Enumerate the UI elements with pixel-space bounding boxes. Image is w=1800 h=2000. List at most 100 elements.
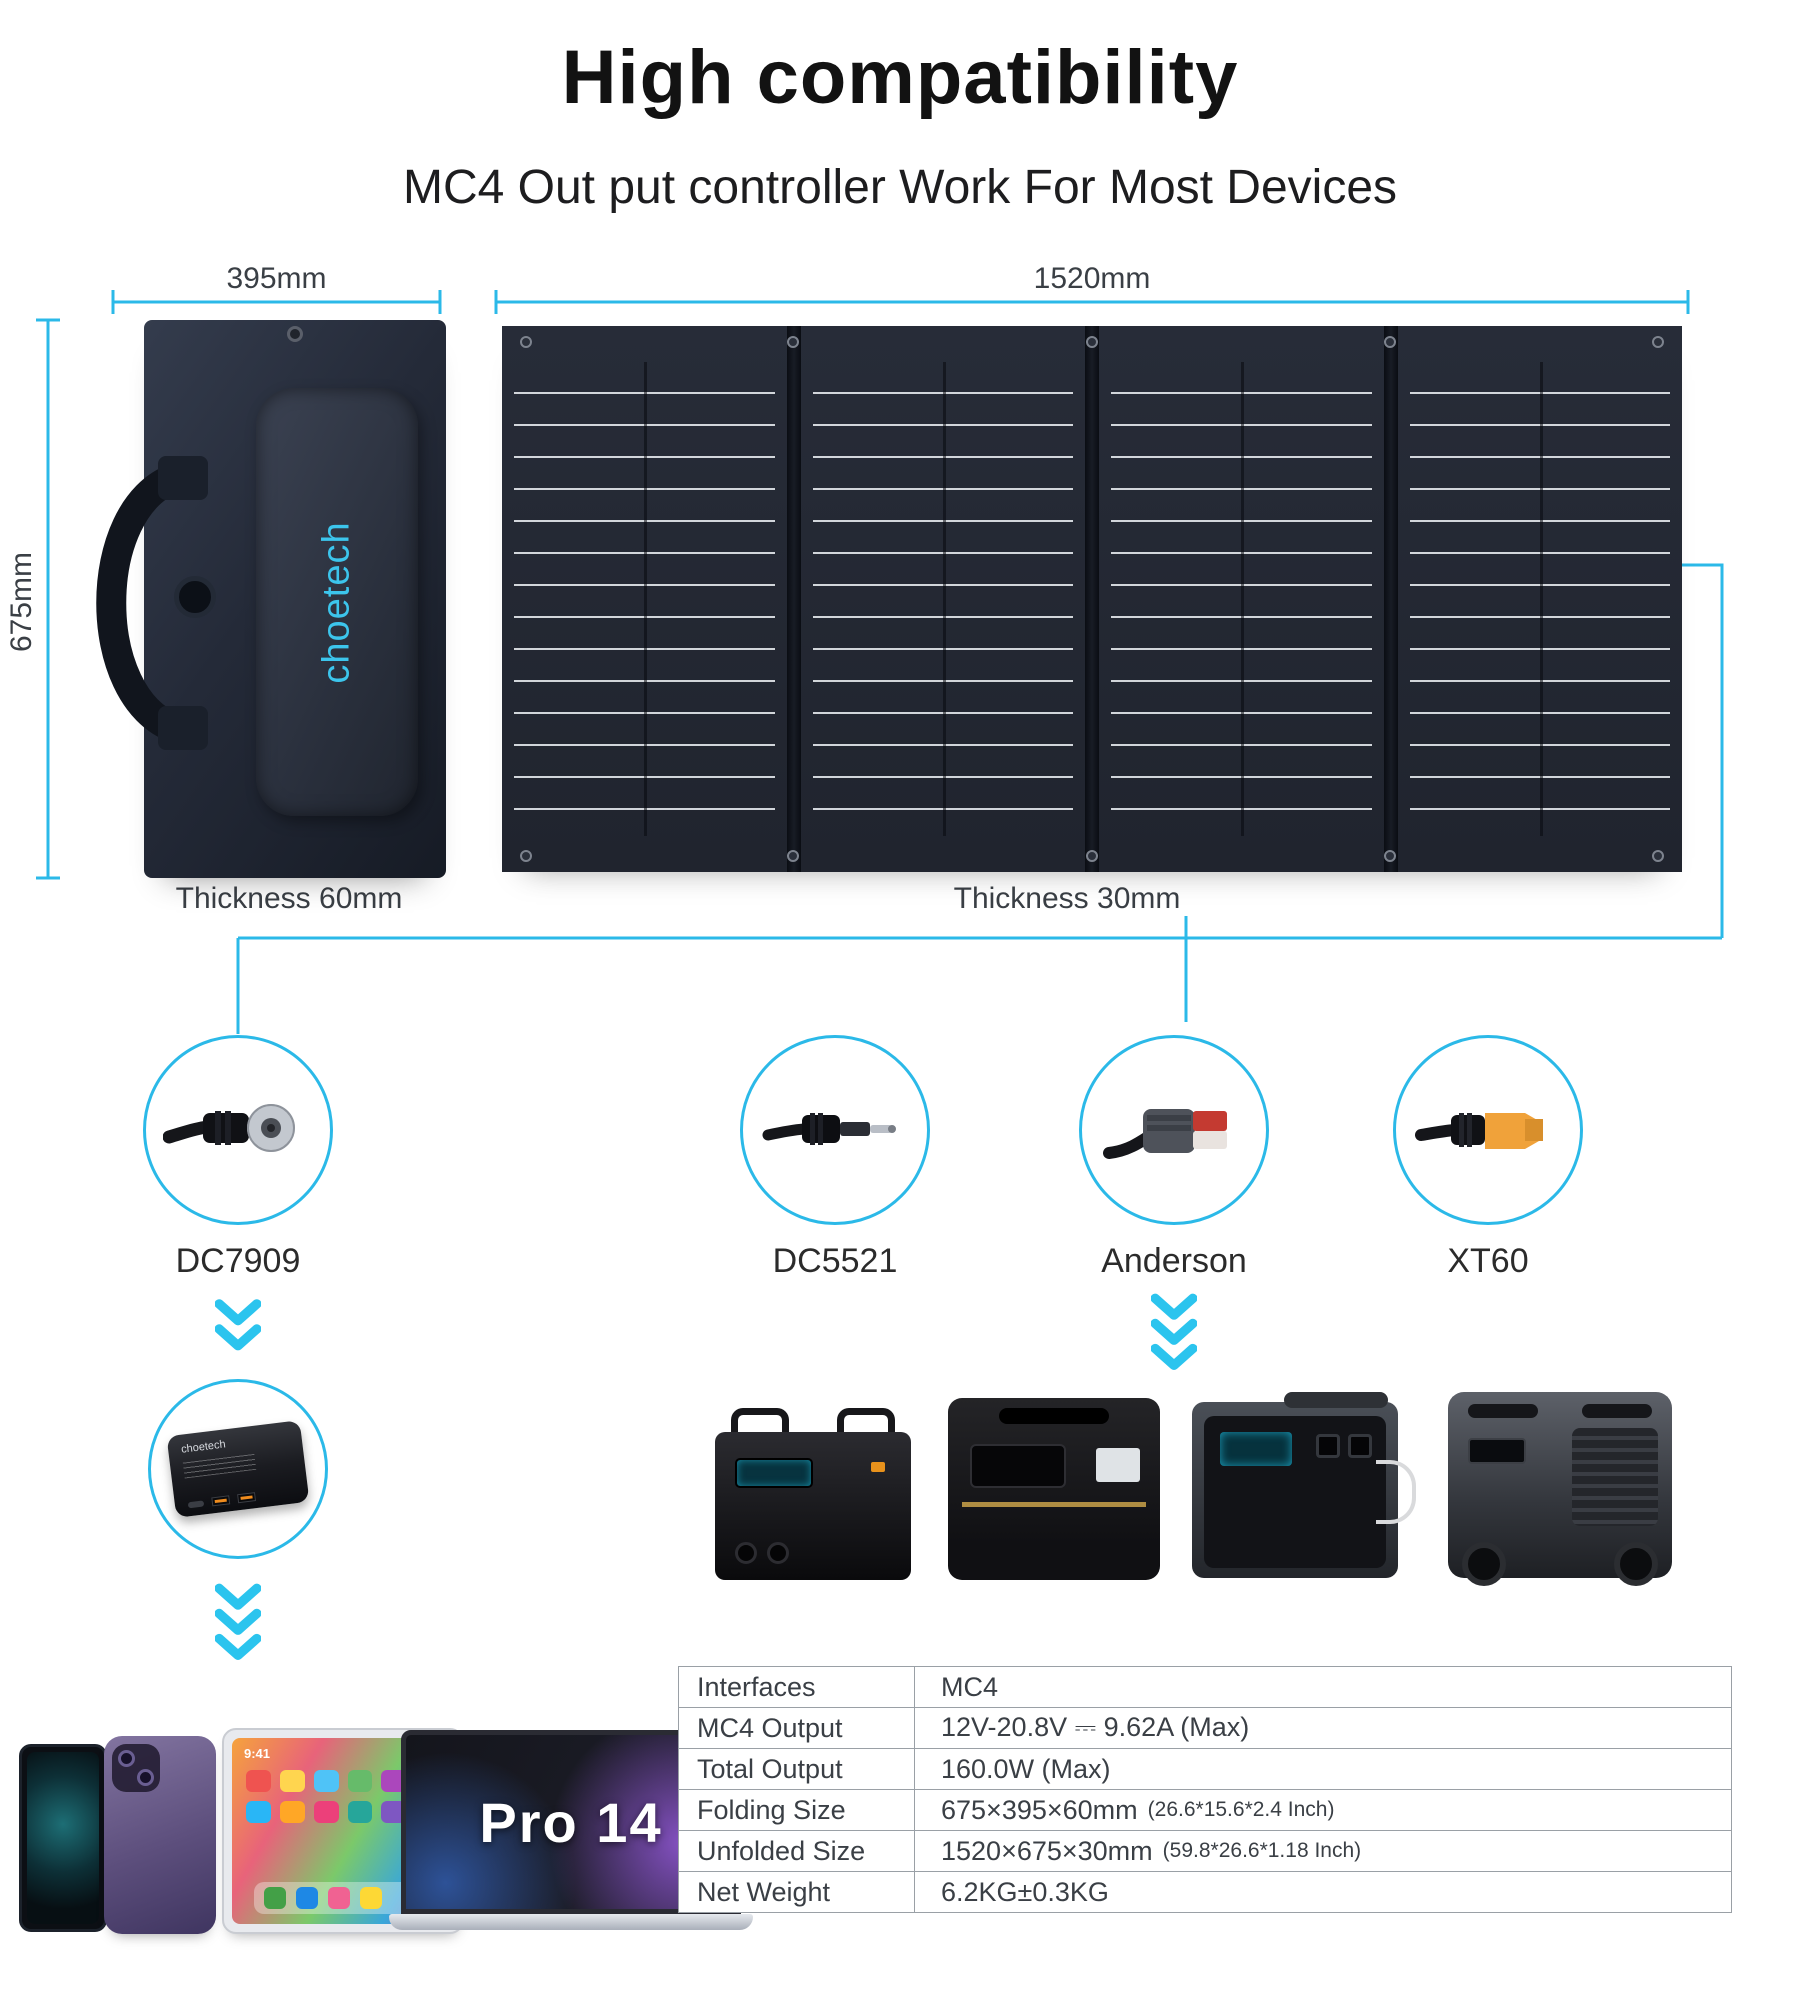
handle-slot-icon — [999, 1408, 1109, 1424]
power-station-front — [1204, 1416, 1386, 1568]
spec-value: 160.0W (Max) — [915, 1749, 1731, 1789]
table-row: Unfolded Size 1520×675×30mm (59.8*26.6*1… — [679, 1831, 1731, 1872]
eyelet-icon — [787, 850, 799, 862]
power-station-1 — [715, 1408, 911, 1580]
connector-anderson — [1079, 1035, 1269, 1225]
spec-table: Interfaces MC4 MC4 Output 12V-20.8V ⎓ 9.… — [678, 1666, 1732, 1913]
handle-icon — [837, 1408, 895, 1436]
spec-value: MC4 — [915, 1667, 1731, 1707]
display-screen — [1468, 1438, 1526, 1464]
power-bank-ports — [187, 1492, 257, 1509]
panel-segment — [1099, 326, 1384, 872]
display-screen — [970, 1444, 1066, 1488]
grommet-icon — [287, 326, 303, 342]
table-row: Net Weight 6.2KG±0.3KG — [679, 1872, 1731, 1913]
connector-label-dc5521: DC5521 — [772, 1242, 898, 1280]
eyelet-icon — [787, 336, 799, 348]
connector-label-anderson: Anderson — [1101, 1242, 1247, 1280]
handle-icon — [1284, 1392, 1388, 1408]
spec-value: 1520×675×30mm (59.8*26.6*1.18 Inch) — [915, 1831, 1731, 1871]
carry-handle-icon — [96, 456, 208, 750]
unfolded-thickness-label: Thickness 30mm — [953, 882, 1181, 915]
ac-outlets — [1316, 1434, 1372, 1458]
vent-grille-icon — [1572, 1428, 1658, 1526]
page-subtitle: MC4 Out put controller Work For Most Dev… — [402, 161, 1398, 214]
folded-solar-panel: choetech — [96, 320, 446, 878]
table-row: Total Output 160.0W (Max) — [679, 1749, 1731, 1790]
solar-cells — [1111, 362, 1372, 836]
spec-label: MC4 Output — [679, 1708, 915, 1748]
snap-buckle-icon — [174, 576, 216, 618]
power-bank: choetech — [166, 1420, 310, 1518]
down-arrows-icon — [215, 1299, 261, 1351]
folded-width-label: 395mm — [226, 262, 327, 295]
panel-pouch: choetech — [256, 388, 418, 816]
dc7909-plug-icon — [163, 1104, 295, 1152]
unfolded-width-label: 1520mm — [1033, 262, 1151, 295]
handle-slot-icon — [1582, 1404, 1652, 1418]
power-station-2 — [948, 1398, 1160, 1580]
handle-icon — [731, 1408, 789, 1436]
spec-label: Net Weight — [679, 1872, 915, 1912]
wheel-icon — [1614, 1542, 1658, 1586]
page-title: High compatibility — [561, 35, 1239, 120]
tablet-clock: 9:41 — [244, 1746, 271, 1761]
table-row: Interfaces MC4 — [679, 1667, 1731, 1708]
spec-value-note: (26.6*15.6*2.4 Inch) — [1147, 1798, 1335, 1821]
connector-label-xt60: XT60 — [1447, 1242, 1529, 1280]
eyelet-icon — [520, 336, 532, 348]
spec-value: 6.2KG±0.3KG — [915, 1872, 1731, 1912]
spec-value-text: MC4 — [941, 1671, 999, 1702]
xt60-plug-icon — [1415, 1113, 1543, 1149]
handle-slot-icon — [1468, 1404, 1538, 1418]
down-arrows-icon — [215, 1583, 261, 1660]
eyelet-icon — [1384, 336, 1396, 348]
eyelet-icon — [1652, 336, 1664, 348]
table-row: Folding Size 675×395×60mm (26.6*15.6*2.4… — [679, 1790, 1731, 1831]
spec-value-text: 12V-20.8V ⎓ 9.62A (Max) — [941, 1712, 1250, 1742]
display-screen — [1220, 1432, 1292, 1466]
panel-segment — [1397, 326, 1682, 872]
usb-a-port-icon — [237, 1492, 257, 1504]
connector-dc5521 — [740, 1035, 930, 1225]
eyelet-icon — [1086, 336, 1098, 348]
connector-label-dc7909: DC7909 — [175, 1242, 301, 1280]
down-arrows-icon — [1151, 1293, 1197, 1370]
accent-stripe — [962, 1502, 1146, 1507]
panel-segment — [502, 326, 787, 872]
solar-cells — [812, 362, 1073, 836]
eyelet-icon — [1384, 850, 1396, 862]
panel-hinge — [1085, 326, 1099, 872]
unfolded-solar-panel — [502, 326, 1682, 872]
solar-cells — [1409, 362, 1670, 836]
laptop-screen-text: Pro 14 — [479, 1790, 663, 1854]
spec-label: Total Output — [679, 1749, 915, 1789]
anderson-plug-icon — [1103, 1109, 1227, 1159]
eyelet-icon — [1652, 850, 1664, 862]
eyelet-icon — [520, 850, 532, 862]
ac-outlets — [735, 1542, 789, 1564]
spec-label: Unfolded Size — [679, 1831, 915, 1871]
spec-label: Folding Size — [679, 1790, 915, 1830]
folded-thickness-label: Thickness 60mm — [175, 882, 403, 915]
panel-hinge — [1383, 326, 1398, 872]
power-station-4 — [1448, 1392, 1672, 1586]
eyelet-icon — [1086, 850, 1098, 862]
label-sticker — [1096, 1448, 1140, 1482]
smartphone-2 — [104, 1736, 216, 1934]
table-row: MC4 Output 12V-20.8V ⎓ 9.62A (Max) — [679, 1708, 1731, 1749]
power-bank-fineprint — [182, 1453, 257, 1479]
laptop-base — [389, 1914, 753, 1930]
connector-dc7909 — [143, 1035, 333, 1225]
panel-segment — [800, 326, 1085, 872]
camera-module-icon — [112, 1744, 160, 1792]
power-bank-bubble: choetech — [148, 1379, 328, 1559]
power-bank-brand: choetech — [180, 1438, 227, 1456]
solar-cells — [514, 362, 775, 836]
spec-value: 12V-20.8V ⎓ 9.62A (Max) — [915, 1708, 1731, 1748]
spec-value-text: 1520×675×30mm — [941, 1835, 1153, 1866]
spec-value: 675×395×60mm (26.6*15.6*2.4 Inch) — [915, 1790, 1731, 1830]
power-station-3 — [1192, 1392, 1416, 1578]
usb-a-port-icon — [211, 1495, 231, 1507]
smartphone-1 — [19, 1744, 107, 1932]
